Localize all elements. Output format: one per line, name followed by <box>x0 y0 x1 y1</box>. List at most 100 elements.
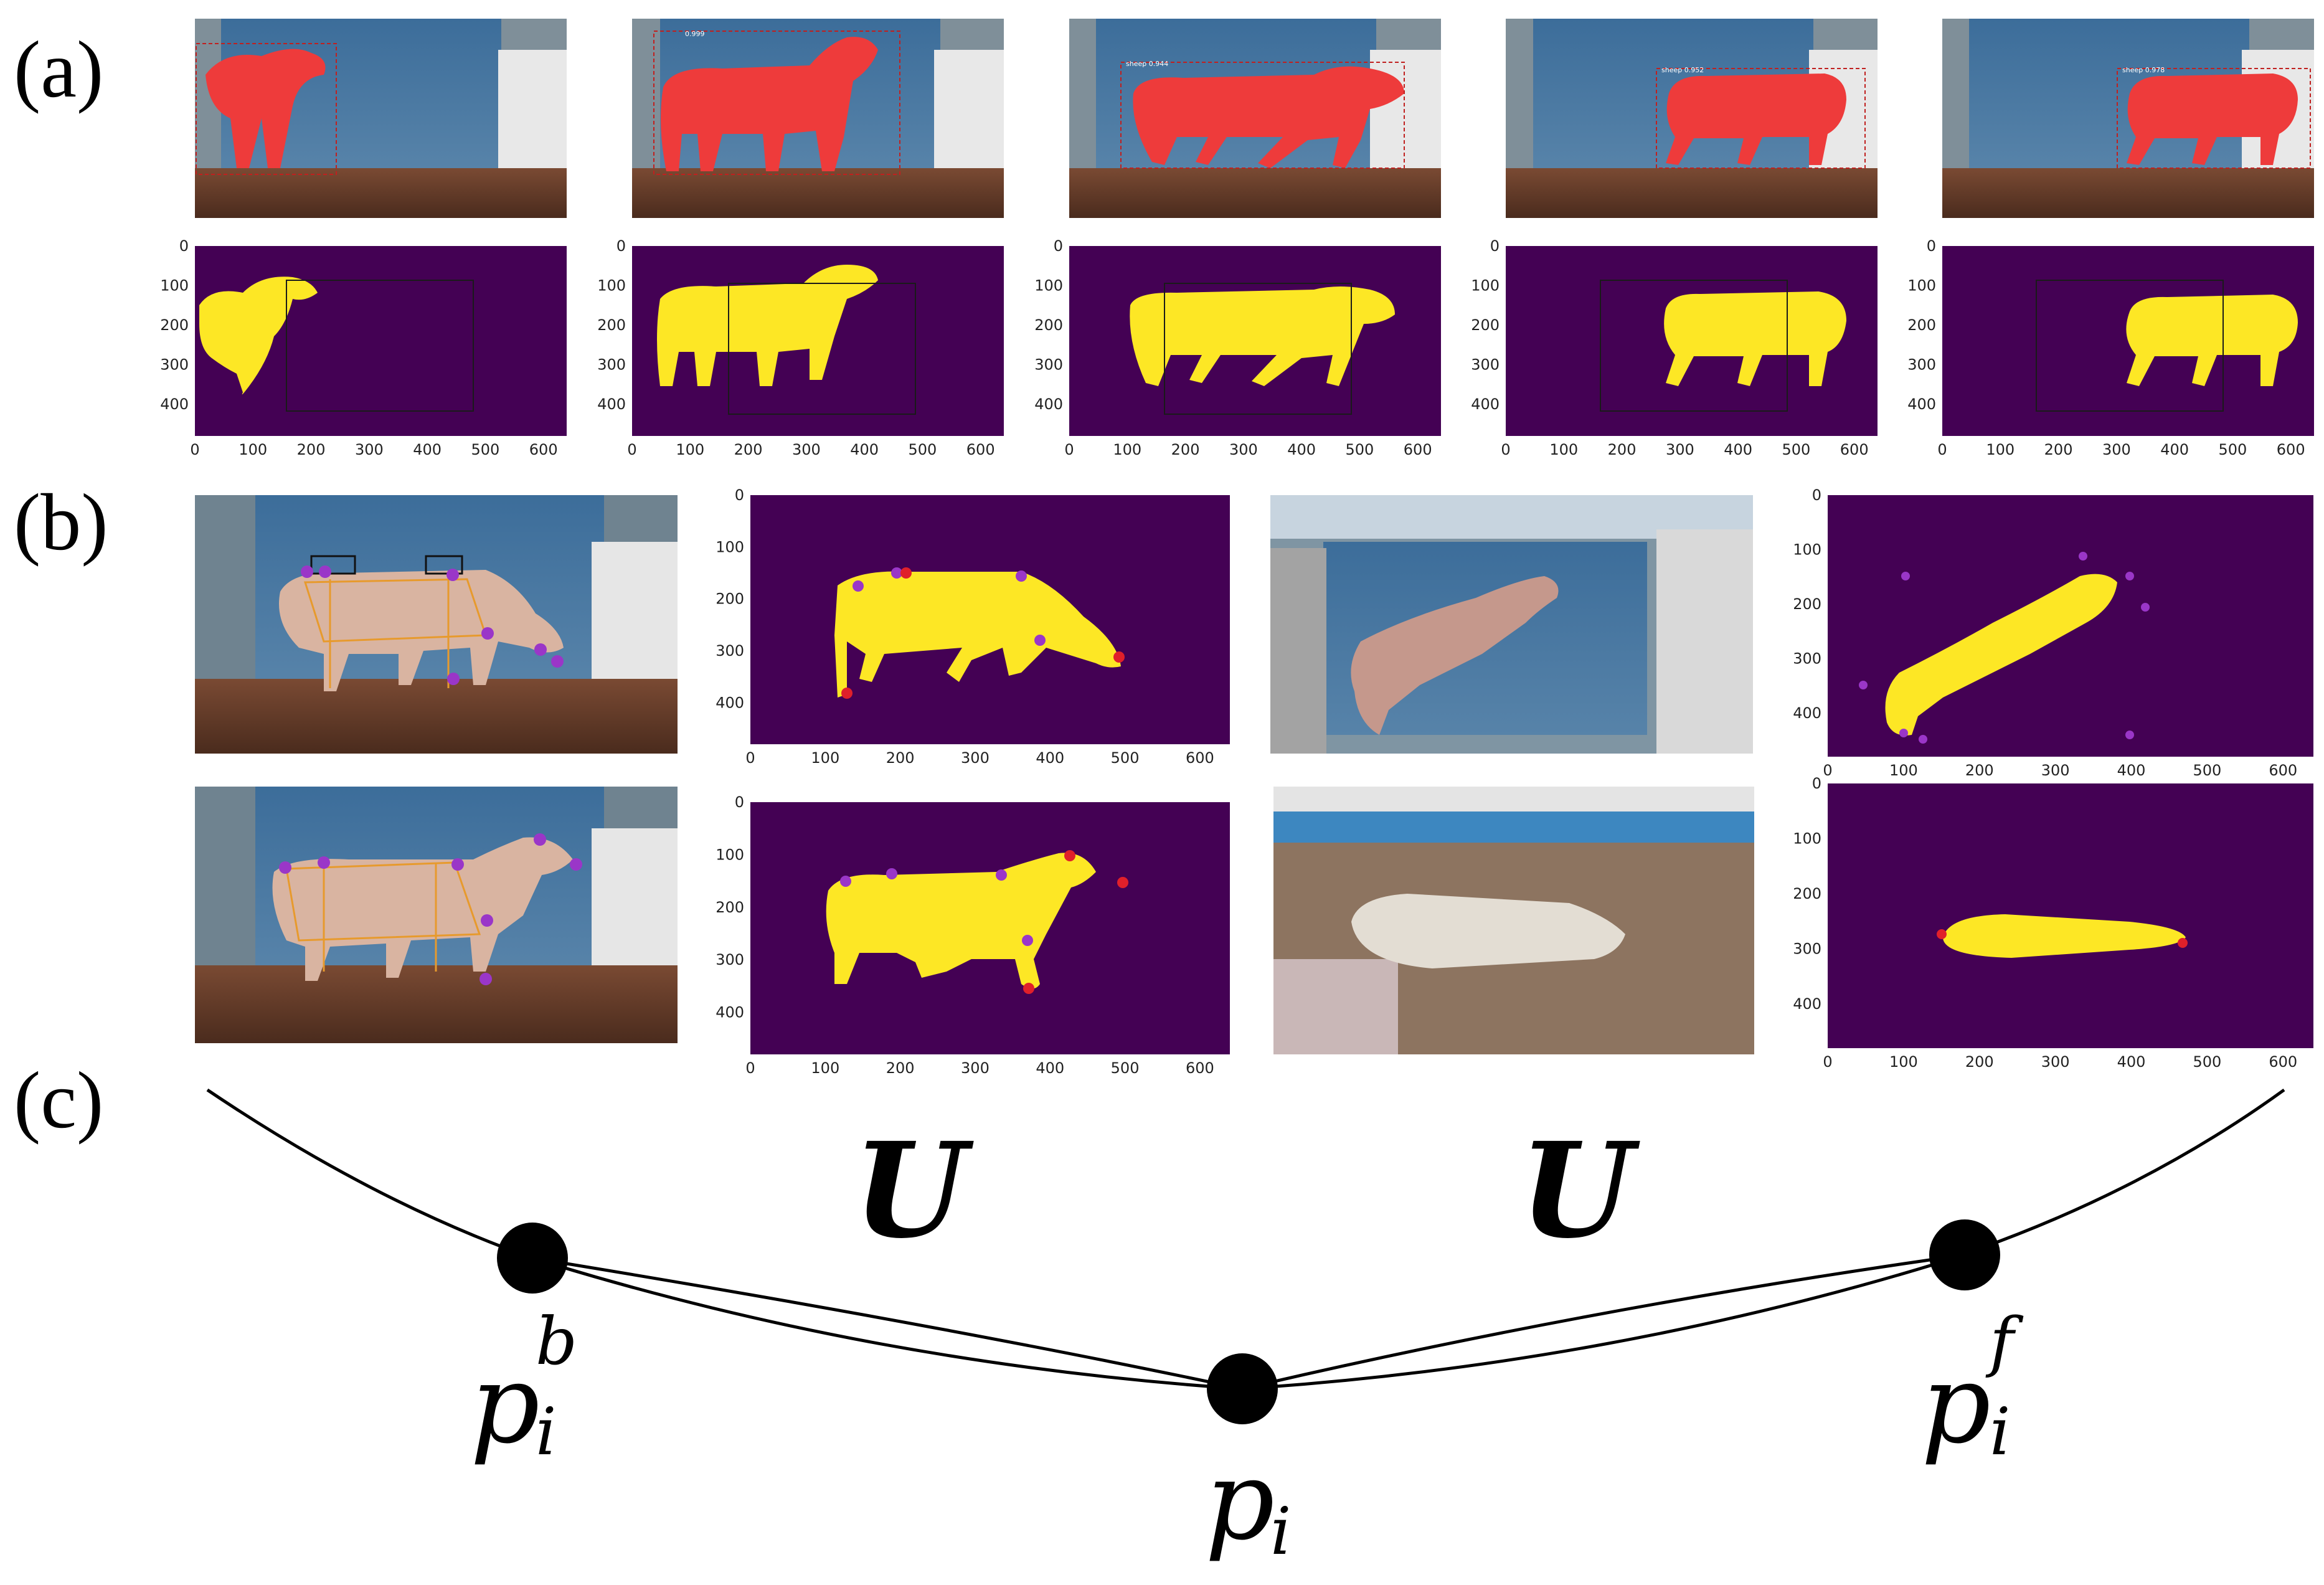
panel-a-y-tick-2-3: 300 <box>1034 356 1063 374</box>
panel-b-x-tick-1-3: 300 <box>2041 762 2070 779</box>
panel-b-y-tick-1-2: 200 <box>1793 595 1821 613</box>
panel-a-x-tick-4-5: 500 <box>2219 441 2247 458</box>
keypoint-mask-plot-b3 <box>750 802 1230 1054</box>
operator-u-left: U <box>853 1114 974 1267</box>
panel-a-x-tick-1-6: 600 <box>966 441 995 458</box>
node-center <box>1207 1353 1278 1424</box>
panel-a-y-tick-0-0: 0 <box>179 237 189 255</box>
panel-b-y-tick-3-4: 400 <box>1793 995 1821 1013</box>
panel-b-x-tick-2-0: 0 <box>745 1059 755 1077</box>
panel-b-x-tick-0-6: 600 <box>1186 749 1214 767</box>
panel-b-x-tick-3-2: 200 <box>1965 1053 1994 1071</box>
panel-a-x-tick-3-2: 200 <box>1608 441 1637 458</box>
label-p-i-f-base: p <box>1921 1341 1991 1468</box>
panel-b-x-tick-2-3: 300 <box>961 1059 990 1077</box>
label-p-i-base: p <box>1205 1438 1275 1564</box>
panel-a-y-tick-4-3: 300 <box>1907 356 1936 374</box>
panel-a-y-tick-2-1: 100 <box>1034 277 1063 295</box>
mask-plot-a4 <box>1506 246 1878 436</box>
sheep-keypoint-photo-b3 <box>195 787 678 1043</box>
mask-plot-a1 <box>195 246 567 436</box>
panel-b-y-tick-3-3: 300 <box>1793 940 1821 958</box>
panel-a-x-tick-3-6: 600 <box>1840 441 1869 458</box>
panel-a-y-tick-1-4: 400 <box>597 395 626 413</box>
panel-b-y-tick-0-1: 100 <box>716 538 744 556</box>
panel-b-x-tick-0-0: 0 <box>745 749 755 767</box>
panel-b-y-tick-2-2: 200 <box>716 899 744 916</box>
sheep-topview-photo-b4 <box>1273 787 1754 1054</box>
mask-plot-a3 <box>1069 246 1441 436</box>
panel-a-axis-ticks: 0 100 200 300 400 500 600 0 100 200 300 400 0 100 200 3… <box>160 237 2305 458</box>
panel-b-x-tick-1-4: 400 <box>2117 762 2146 779</box>
label-p-i-f-sub: i <box>1990 1394 2011 1470</box>
panel-b-y-tick-2-3: 300 <box>716 951 744 968</box>
panel-a-y-tick-4-1: 100 <box>1907 277 1936 295</box>
panel-a-x-tick-0-0: 0 <box>190 441 199 458</box>
panel-b-x-tick-3-1: 100 <box>1889 1053 1918 1071</box>
panel-a-y-tick-1-2: 200 <box>597 316 626 334</box>
panel-a-y-tick-2-2: 200 <box>1034 316 1063 334</box>
label-p-i-b-sub: i <box>536 1394 557 1470</box>
panel-b-x-tick-0-5: 500 <box>1111 749 1140 767</box>
panel-a-x-tick-4-0: 0 <box>1937 441 1947 458</box>
panel-a-y-tick-0-1: 100 <box>160 277 189 295</box>
panel-b-x-tick-2-1: 100 <box>811 1059 839 1077</box>
panel-a-x-tick-2-6: 600 <box>1404 441 1432 458</box>
panel-b-x-tick-3-6: 600 <box>2269 1053 2297 1071</box>
label-p-i-sub: i <box>1270 1493 1292 1569</box>
panel-b-y-tick-2-4: 400 <box>716 1004 744 1021</box>
sheep-jump-photo-b2 <box>1270 495 1753 754</box>
link-front-lower <box>1242 1253 1965 1391</box>
panel-b-y-tick-0-2: 200 <box>716 590 744 608</box>
panel-a-x-tick-3-1: 100 <box>1549 441 1578 458</box>
link-back-lower <box>532 1256 1243 1391</box>
panel-a-x-tick-2-3: 300 <box>1229 441 1258 458</box>
panel-a-x-tick-2-5: 500 <box>1346 441 1374 458</box>
panel-b-x-tick-1-1: 100 <box>1889 762 1918 779</box>
panel-b-x-tick-3-4: 400 <box>2117 1053 2146 1071</box>
mask-plot-a5 <box>1942 246 2314 436</box>
panel-a-x-tick-3-4: 400 <box>1724 441 1752 458</box>
panel-b-x-tick-3-0: 0 <box>1823 1053 1832 1071</box>
right-arc <box>1961 1088 2285 1257</box>
node-back <box>497 1223 568 1294</box>
panel-a-x-tick-4-1: 100 <box>1986 441 2015 458</box>
panel-label-c: (c) <box>14 1056 103 1145</box>
panel-a-x-tick-2-0: 0 <box>1064 441 1074 458</box>
panel-a-masks: 0 100 200 300 400 500 600 0 100 200 300 400 0 100 200 3… <box>160 237 2314 458</box>
panel-a-y-tick-3-0: 0 <box>1490 237 1500 255</box>
panel-a-x-tick-0-3: 300 <box>355 441 384 458</box>
sheep-photo-a5: sheep 0.978 <box>1942 19 2314 218</box>
panel-a-y-tick-0-2: 200 <box>160 316 189 334</box>
panel-a-y-tick-4-2: 200 <box>1907 316 1936 334</box>
sheep-keypoint-photo-b1 <box>195 495 678 754</box>
panel-a-x-tick-2-1: 100 <box>1113 441 1141 458</box>
sheep-photo-a2: 0.999 <box>632 19 1004 218</box>
panel-a-y-tick-1-3: 300 <box>597 356 626 374</box>
panel-label-b: (b) <box>14 478 108 567</box>
panel-b-y-tick-1-4: 400 <box>1793 704 1821 722</box>
detection-label-a5: sheep 0.978 <box>2122 66 2165 74</box>
topview-mask-plot-b4 <box>1828 783 2313 1048</box>
panel-b-y-tick-3-1: 100 <box>1793 830 1821 848</box>
panel-b-x-tick-0-4: 400 <box>1036 749 1064 767</box>
panel-b-x-tick-0-2: 200 <box>886 749 915 767</box>
panel-a-y-tick-0-3: 300 <box>160 356 189 374</box>
operator-u-right: U <box>1519 1114 1640 1267</box>
panel-a-y-tick-2-0: 0 <box>1054 237 1063 255</box>
left-arc <box>206 1088 533 1260</box>
panel-a-x-tick-1-5: 500 <box>909 441 937 458</box>
panel-b-y-tick-0-3: 300 <box>716 642 744 660</box>
mask-plot-a2 <box>632 246 1004 436</box>
panel-a-x-tick-2-4: 400 <box>1287 441 1316 458</box>
panel-a-y-tick-0-4: 400 <box>160 395 189 413</box>
panel-a-x-tick-0-2: 200 <box>297 441 326 458</box>
panel-a-x-tick-3-5: 500 <box>1782 441 1811 458</box>
panel-b-x-tick-1-2: 200 <box>1965 762 1994 779</box>
panel-b-y-tick-1-0: 0 <box>1812 486 1821 504</box>
panel-a-x-tick-1-3: 300 <box>792 441 821 458</box>
panel-b-x-tick-2-4: 400 <box>1036 1059 1064 1077</box>
panel-b-x-tick-0-3: 300 <box>961 749 990 767</box>
panel-b-x-tick-3-3: 300 <box>2041 1053 2070 1071</box>
panel-b-x-tick-2-6: 600 <box>1186 1059 1214 1077</box>
